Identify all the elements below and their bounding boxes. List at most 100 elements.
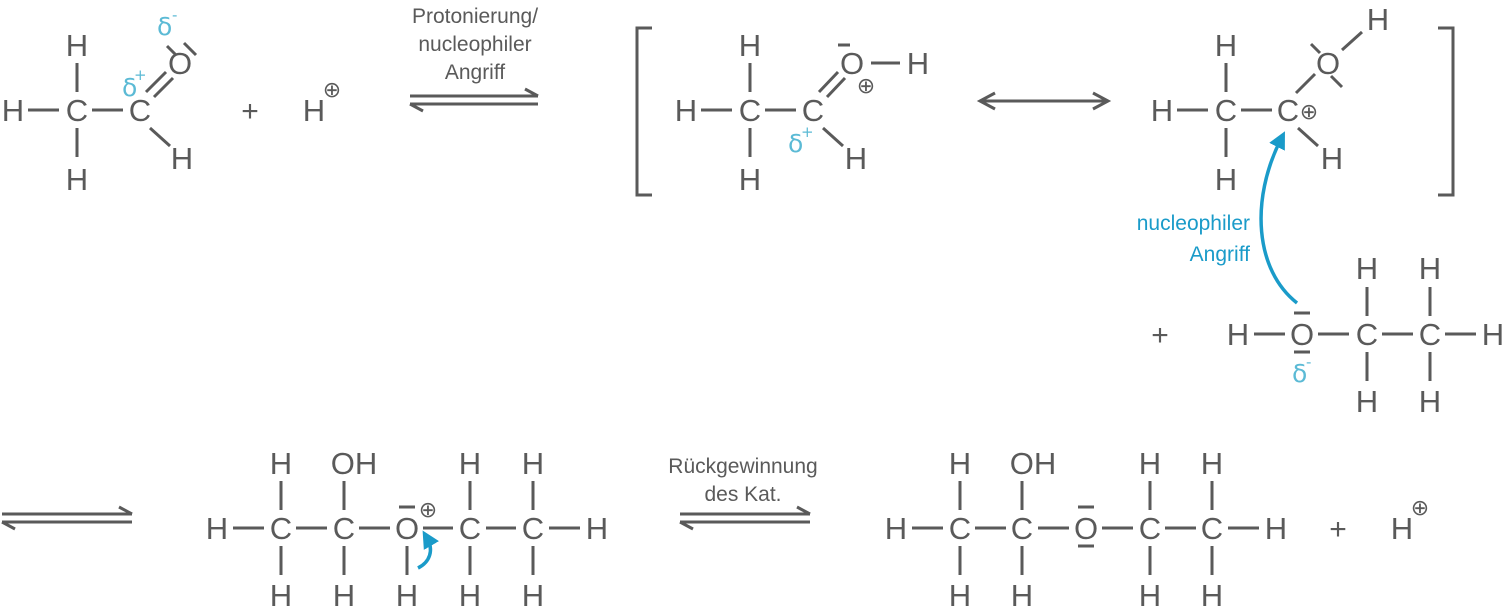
atom-o: O	[840, 46, 864, 81]
atom-h: H	[586, 511, 608, 546]
atom-h: H	[522, 578, 544, 613]
svg-text:-: -	[172, 6, 177, 24]
atom-h: H	[1201, 578, 1223, 613]
atom-c: C	[270, 511, 292, 546]
atom-c: C	[1139, 511, 1161, 546]
atom-c: C	[459, 511, 481, 546]
step-label: Protonierung/ nucleophiler Angriff	[412, 5, 538, 84]
atom-h: H	[66, 162, 88, 197]
svg-text:δ: δ	[122, 73, 137, 102]
atom-h: H	[66, 28, 88, 63]
protonated-carbonyl: H H C C H H O H ⊕ δ +	[675, 28, 929, 197]
atom-c: C	[129, 93, 151, 128]
atom-c: C	[1277, 93, 1299, 128]
plus-sign: +	[1329, 513, 1347, 546]
atom-c: C	[739, 93, 761, 128]
atom-h: H	[1367, 2, 1389, 37]
atom-h: H	[459, 446, 481, 481]
atom-c: C	[1011, 511, 1033, 546]
atom-c: C	[333, 511, 355, 546]
acetaldehyde: H H C C H H O δ + δ -	[2, 6, 198, 197]
atom-h: H	[885, 511, 907, 546]
atom-h: H	[1151, 93, 1173, 128]
equilibrium-arrow	[409, 87, 539, 113]
atom-oh: OH	[1010, 446, 1057, 481]
label-line: nucleophiler	[418, 33, 531, 56]
bonds	[28, 41, 198, 157]
attack-label: nucleophiler Angriff	[1137, 212, 1250, 266]
bonds	[912, 481, 1259, 575]
atom-o: O	[395, 511, 419, 546]
atom-h: H	[1139, 578, 1161, 613]
atom-h: H	[1265, 511, 1287, 546]
atom-h: H	[907, 46, 929, 81]
plus-sign: +	[241, 95, 259, 128]
positive-charge: ⊕	[419, 498, 437, 523]
atom-h: H	[1419, 384, 1441, 419]
right-bracket	[1438, 26, 1455, 197]
bonds	[701, 43, 900, 157]
nucleophilic-attack-arrow	[1259, 131, 1299, 305]
atom-oh: OH	[331, 446, 378, 481]
proton: H ⊕	[1391, 496, 1429, 546]
atom-c: C	[1356, 317, 1378, 352]
partial-charge-delta-minus: δ -	[157, 6, 177, 41]
atom-h: H	[1139, 446, 1161, 481]
label-line: Angriff	[445, 61, 505, 84]
atom-h: H	[396, 578, 418, 613]
atom-o: O	[1074, 511, 1098, 546]
atom-h: H	[1482, 317, 1504, 352]
partial-charge-delta-plus: δ +	[788, 123, 814, 158]
atom-h: H	[1201, 446, 1223, 481]
atom-h: H	[333, 578, 355, 613]
atom-h: H	[206, 511, 228, 546]
svg-text:-: -	[1306, 353, 1311, 371]
atom-h: H	[1215, 28, 1237, 63]
atom-h: H	[522, 446, 544, 481]
label-line: Angriff	[1190, 243, 1250, 266]
atom-h: H	[2, 93, 24, 128]
positive-charge: ⊕	[1300, 100, 1318, 125]
atom-c: C	[66, 93, 88, 128]
partial-charge-delta-plus: δ +	[122, 66, 147, 102]
label-line: des Kat.	[704, 483, 781, 506]
atom-h: H	[1321, 141, 1343, 176]
label-line: nucleophiler	[1137, 212, 1250, 235]
hemiacetal: H C C O C C H H OH H H H H H H	[885, 446, 1287, 613]
atom-h: H	[845, 141, 867, 176]
atom-h: H	[270, 446, 292, 481]
atom-h: H	[675, 93, 697, 128]
equilibrium-arrow	[679, 505, 811, 531]
proton-transfer-arrow	[417, 530, 439, 570]
svg-text:+: +	[801, 123, 814, 141]
atom-h: H	[1227, 317, 1249, 352]
partial-charge-delta-minus: δ -	[1292, 353, 1311, 388]
atom-c: C	[1215, 93, 1237, 128]
atom-h: H	[949, 446, 971, 481]
bonds	[233, 481, 580, 575]
proton: H ⊕	[303, 78, 341, 128]
label-line: Rückgewinnung	[668, 455, 817, 478]
atom-h: H	[1356, 251, 1378, 286]
svg-text:δ: δ	[157, 12, 172, 41]
positive-charge: ⊕	[323, 78, 341, 103]
bonds	[1254, 287, 1476, 381]
carbocation: H H C C ⊕ H H O H	[1151, 2, 1389, 197]
atom-c: C	[802, 93, 824, 128]
bonds	[1177, 30, 1364, 157]
svg-text:+: +	[134, 66, 147, 84]
atom-h: H	[459, 578, 481, 613]
atom-c: C	[522, 511, 544, 546]
atom-h: H	[739, 28, 761, 63]
atom-h: H	[1011, 578, 1033, 613]
atom-h: H	[1215, 162, 1237, 197]
atom-c: C	[1201, 511, 1223, 546]
atom-h: H	[171, 141, 193, 176]
svg-text:δ: δ	[1292, 359, 1307, 388]
atom-o: O	[1290, 317, 1314, 352]
svg-text:δ: δ	[788, 129, 803, 158]
step-label: Rückgewinnung des Kat.	[668, 455, 817, 506]
atom-h: H	[1419, 251, 1441, 286]
positive-charge: ⊕	[1411, 496, 1429, 521]
